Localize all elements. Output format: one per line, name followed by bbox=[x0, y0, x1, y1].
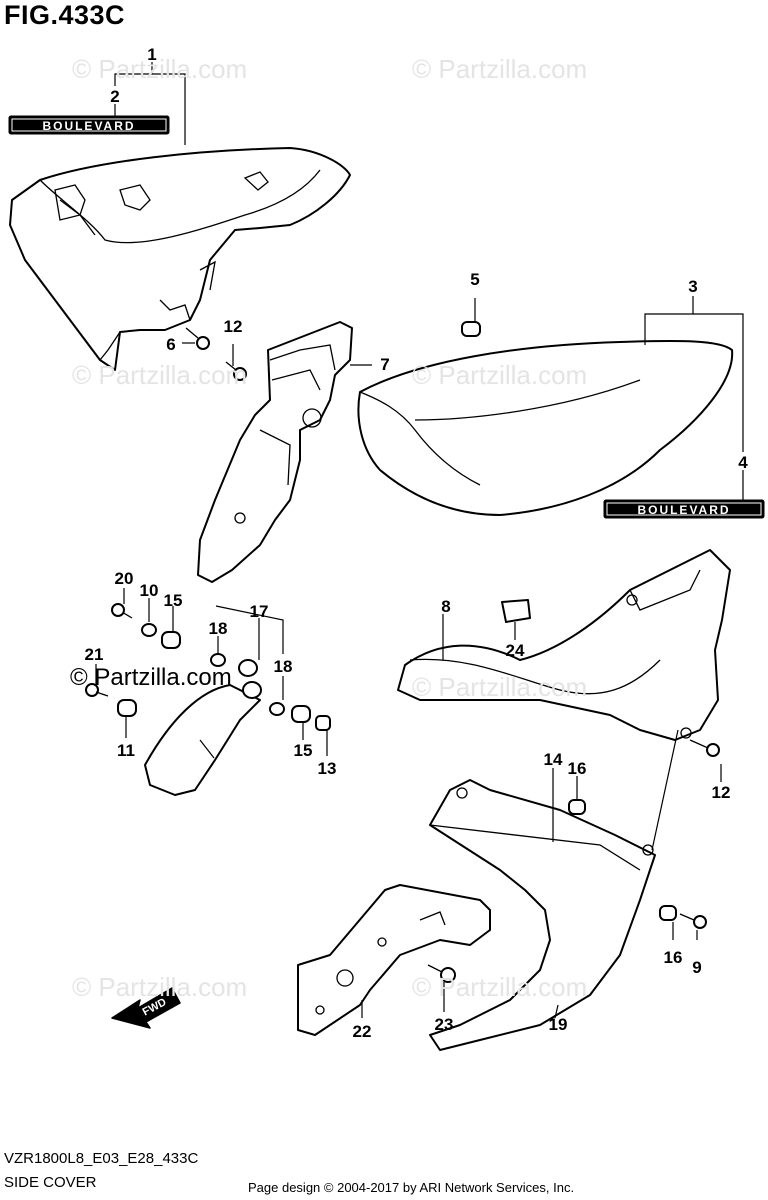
callout-13: 13 bbox=[318, 759, 337, 778]
bolt-part-20[interactable] bbox=[111, 603, 133, 619]
grommet-part-15-right[interactable] bbox=[291, 705, 311, 723]
callout-7: 7 bbox=[380, 355, 389, 374]
callout-2: 2 bbox=[110, 87, 119, 106]
grommet-part-17[interactable] bbox=[238, 659, 262, 699]
callout-18-right: 18 bbox=[274, 657, 293, 676]
clip-part-24[interactable] bbox=[501, 599, 531, 623]
callout-5: 5 bbox=[470, 270, 479, 289]
emblem-right-text: BOULEVARD bbox=[637, 503, 730, 517]
small-cover-piece[interactable] bbox=[144, 684, 261, 796]
callout-10: 10 bbox=[140, 581, 159, 600]
watermark: © Partzilla.com bbox=[72, 972, 248, 1002]
watermark: © Partzilla.com bbox=[72, 54, 248, 84]
callout-15-left: 15 bbox=[164, 591, 183, 610]
figure-name: SIDE COVER bbox=[4, 1174, 97, 1191]
watermark: © Partzilla.com bbox=[412, 672, 588, 702]
right-side-cover-part-3[interactable] bbox=[357, 339, 734, 516]
callout-18-left: 18 bbox=[209, 619, 228, 638]
screw-part-12-lower[interactable] bbox=[689, 739, 720, 757]
callout-21: 21 bbox=[85, 645, 104, 664]
screw-part-9[interactable] bbox=[679, 913, 707, 929]
callout-12-upper: 12 bbox=[224, 317, 243, 336]
washer-part-18-right[interactable] bbox=[269, 702, 285, 716]
washer-part-10[interactable] bbox=[141, 623, 157, 637]
forward-direction-arrow: FWD bbox=[111, 987, 181, 1029]
callout-3: 3 bbox=[688, 277, 697, 296]
callout-4: 4 bbox=[738, 453, 748, 472]
callout-11: 11 bbox=[117, 741, 135, 760]
grommet-part-5[interactable] bbox=[461, 321, 481, 337]
watermark: © Partzilla.com bbox=[412, 54, 588, 84]
screw-part-6[interactable] bbox=[185, 327, 210, 350]
figure-code: VZR1800L8_E03_E28_433C bbox=[4, 1150, 199, 1167]
callout-24: 24 bbox=[506, 641, 525, 660]
watermark: © Partzilla.com bbox=[412, 360, 588, 390]
callout-labels: 1 2 3 4 5 6 7 8 9 10 11 12 12 13 14 15 1… bbox=[85, 45, 749, 1041]
callout-16-lower: 16 bbox=[664, 948, 683, 967]
screw-part-12-upper[interactable] bbox=[225, 361, 247, 381]
callout-16-upper: 16 bbox=[568, 759, 587, 778]
left-side-cover-part-1[interactable] bbox=[9, 147, 351, 371]
grommet-part-15-left[interactable] bbox=[161, 631, 181, 649]
bolt-part-21[interactable] bbox=[85, 683, 109, 697]
callout-17: 17 bbox=[250, 602, 269, 621]
emblem-part-2[interactable]: BOULEVARD bbox=[8, 115, 170, 135]
callout-14: 14 bbox=[544, 750, 563, 769]
grommet-part-16-upper[interactable] bbox=[568, 799, 586, 815]
bracket-plate-part-22[interactable] bbox=[297, 884, 491, 1036]
bracket-part-7[interactable] bbox=[197, 321, 353, 583]
emblem-left-text: BOULEVARD bbox=[42, 119, 135, 133]
figure-title: FIG.433C bbox=[4, 0, 126, 30]
callout-22: 22 bbox=[353, 1022, 372, 1041]
callout-1: 1 bbox=[147, 45, 156, 64]
emblem-part-4[interactable]: BOULEVARD bbox=[603, 499, 765, 519]
watermark: © Partzilla.com bbox=[72, 360, 248, 390]
callout-23: 23 bbox=[435, 1015, 454, 1034]
copyright-credit: Page design © 2004-2017 by ARI Network S… bbox=[248, 1180, 575, 1195]
callout-15-right: 15 bbox=[294, 741, 313, 760]
callout-19: 19 bbox=[549, 1015, 568, 1034]
bolt-part-23[interactable] bbox=[427, 964, 456, 983]
watermark: © Partzilla.com bbox=[412, 972, 588, 1002]
callout-6: 6 bbox=[166, 335, 175, 354]
grommet-part-11[interactable] bbox=[117, 699, 137, 717]
callout-20: 20 bbox=[115, 569, 134, 588]
leader-lines bbox=[95, 62, 744, 1019]
frame-cover-part-8[interactable] bbox=[397, 549, 731, 741]
callout-8: 8 bbox=[441, 597, 450, 616]
collar-part-13[interactable] bbox=[315, 715, 331, 731]
lower-cover-part-19[interactable] bbox=[429, 779, 656, 1051]
grommet-part-16-lower[interactable] bbox=[659, 905, 677, 921]
callout-12-lower: 12 bbox=[712, 783, 731, 802]
callout-9: 9 bbox=[692, 958, 701, 977]
watermark-dark: © Partzilla.com bbox=[70, 664, 232, 691]
